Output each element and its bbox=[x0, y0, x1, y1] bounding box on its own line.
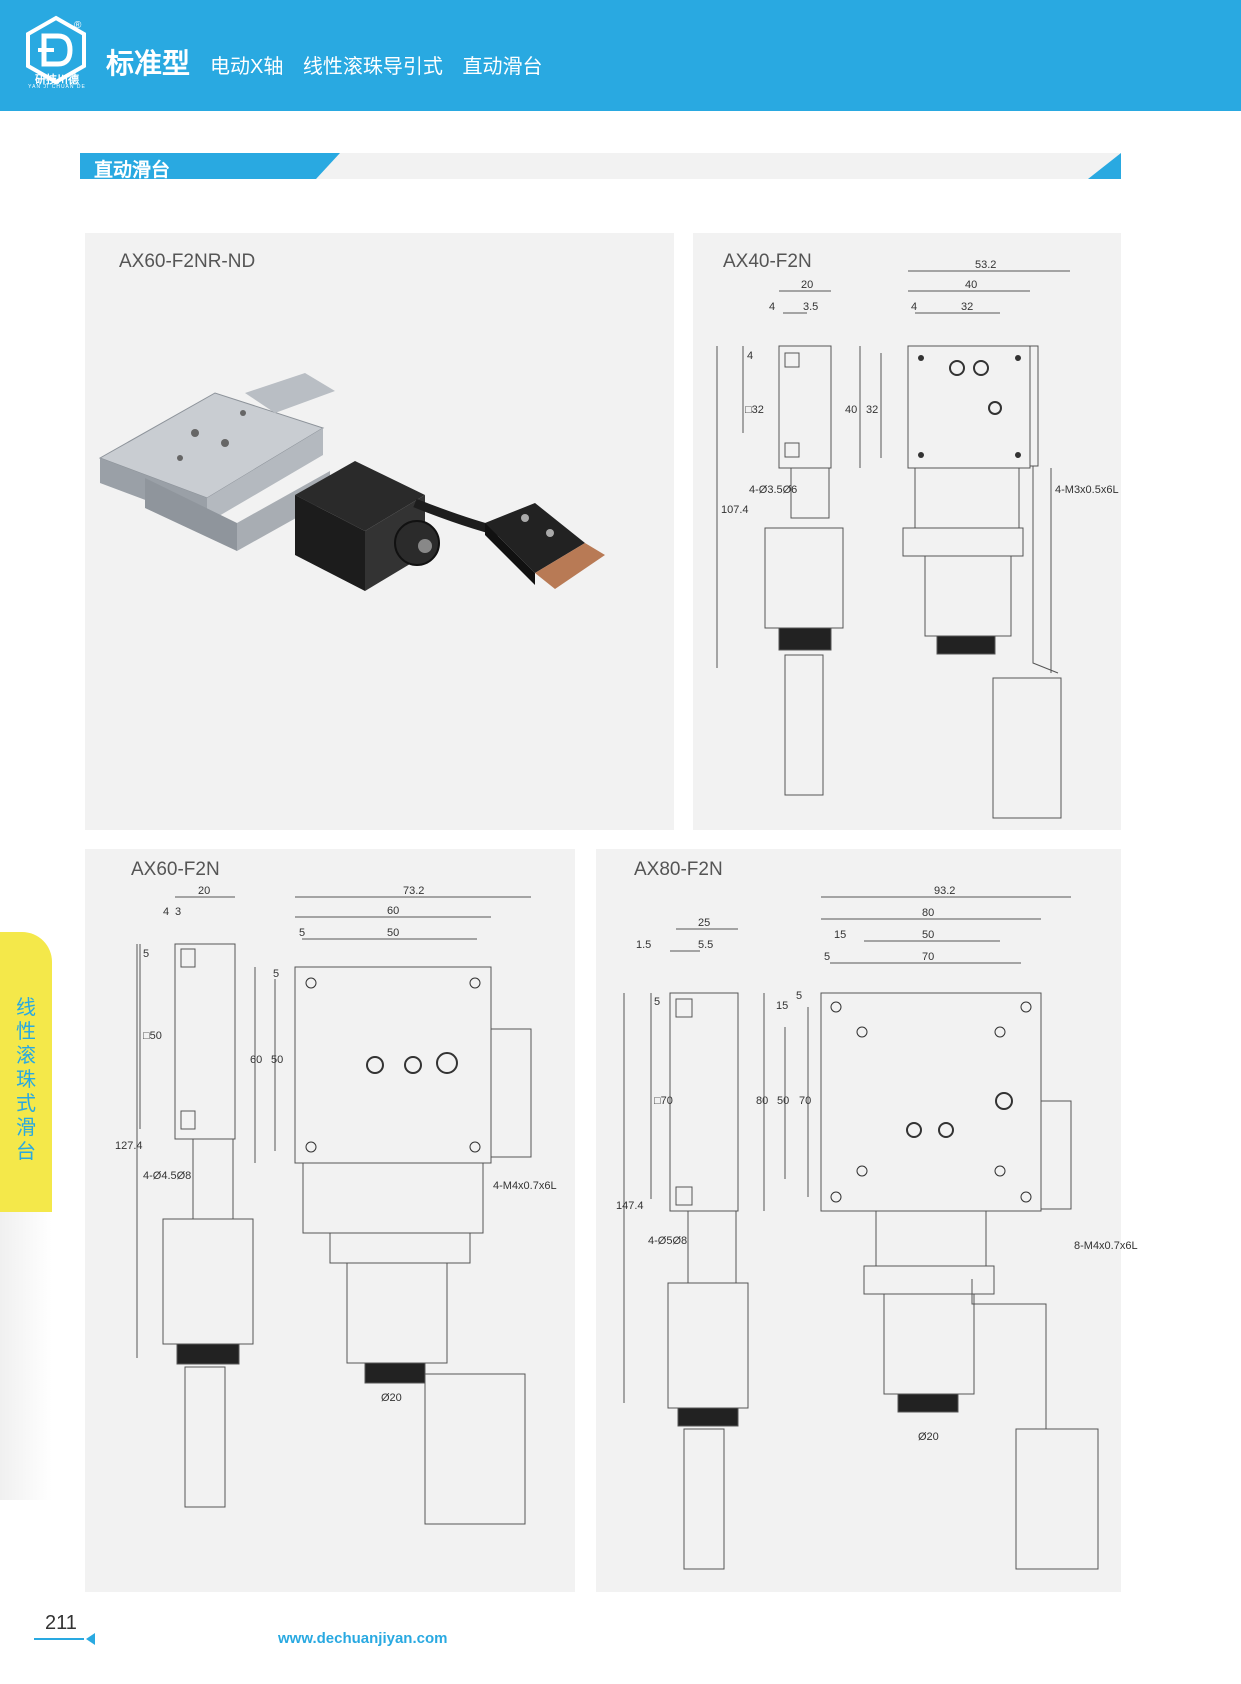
dim-ax60-thread: 4-M4x0.7x6L bbox=[493, 1180, 557, 1192]
dim-ax60-knob: Ø20 bbox=[381, 1392, 402, 1404]
header-title: 标准型 bbox=[106, 48, 191, 79]
dim-ax40-hole: 4-Ø3.5Ø6 bbox=[749, 484, 797, 496]
dim-ax80-thread: 8-M4x0.7x6L bbox=[1074, 1240, 1138, 1252]
section-tab bbox=[80, 153, 340, 179]
brand-subname: YAN JI CHUAN DE bbox=[28, 84, 86, 90]
dim-ax80-5-5: 5.5 bbox=[698, 939, 713, 951]
section-label: 直动滑台 bbox=[94, 160, 171, 181]
brand-name: 研技川德 bbox=[35, 74, 79, 86]
dim-ax40-20: 20 bbox=[801, 279, 813, 291]
subtitle-stage: 直动滑台 bbox=[462, 56, 543, 78]
dim-ax80-v50: 50 bbox=[777, 1095, 789, 1107]
dim-ax80-15: 15 bbox=[834, 929, 846, 941]
footer-url[interactable]: www.dechuanjiyan.com bbox=[278, 1630, 448, 1647]
dim-ax80-5: 5 bbox=[824, 951, 830, 963]
dim-ax80-93-2: 93.2 bbox=[934, 885, 955, 897]
panel-title: AX80-F2N bbox=[634, 859, 723, 880]
dim-ax40-53-2: 53.2 bbox=[975, 259, 996, 271]
dim-ax40-4b: 4 bbox=[769, 301, 775, 313]
dim-ax80-v5b: 5 bbox=[796, 990, 802, 1002]
panel-ax80-f2n: AX80-F2N bbox=[596, 849, 1138, 1592]
brand-logo-icon bbox=[26, 15, 86, 85]
panel-title: AX40-F2N bbox=[723, 251, 812, 272]
dim-ax80-v5: 5 bbox=[654, 996, 660, 1008]
drawing-ax80: 93.2 80 50 70 15 5 25 1.5 5.5 5 □70 80 5… bbox=[616, 885, 1138, 1570]
page-header: ® 研技川德 YAN JI CHUAN DE 标准型 电动X轴 线性滚珠导引式 … bbox=[0, 0, 1241, 111]
dim-ax80-v70: 70 bbox=[799, 1095, 811, 1107]
dim-ax60-127-4: 127.4 bbox=[115, 1140, 143, 1152]
dim-ax60-20: 20 bbox=[198, 885, 210, 897]
dim-ax40-3-5: 3.5 bbox=[803, 301, 818, 313]
dim-ax60-hole: 4-Ø4.5Ø8 bbox=[143, 1170, 191, 1182]
dim-ax40-thread: 4-M3x0.5x6L bbox=[1055, 484, 1119, 496]
dim-ax80-1-5: 1.5 bbox=[636, 939, 651, 951]
panel-title: AX60-F2N bbox=[131, 859, 220, 880]
panel-ax60-f2nr-nd: AX60-F2NR-ND bbox=[85, 233, 674, 830]
subtitle-axis: 电动X轴 bbox=[210, 56, 284, 78]
side-tab-text: 线性滚珠式滑台 bbox=[16, 997, 36, 1163]
dim-ax60-4: 4 bbox=[163, 906, 169, 918]
dim-ax80-sq70: □70 bbox=[654, 1095, 673, 1107]
dim-ax80-80: 80 bbox=[922, 907, 934, 919]
dim-ax80-70: 70 bbox=[922, 951, 934, 963]
dim-ax80-147-4: 147.4 bbox=[616, 1200, 644, 1212]
dim-ax40-v32: 32 bbox=[866, 404, 878, 416]
page-number: 211 bbox=[45, 1612, 77, 1634]
dim-ax40-v4: 4 bbox=[747, 350, 753, 362]
dim-ax60-3: 3 bbox=[175, 906, 181, 918]
dim-ax60-73-2: 73.2 bbox=[403, 885, 424, 897]
dim-ax80-50: 50 bbox=[922, 929, 934, 941]
dim-ax60-5a: 5 bbox=[299, 927, 305, 939]
drawing-ax40: 53.2 40 32 4 20 4 3.5 4 □32 40 32 107.4 … bbox=[716, 259, 1119, 819]
side-shade bbox=[0, 1200, 52, 1500]
side-tab bbox=[0, 932, 52, 1212]
dim-ax40-v40: 40 bbox=[845, 404, 857, 416]
dim-ax80-knob: Ø20 bbox=[918, 1431, 939, 1443]
dim-ax80-v15: 15 bbox=[776, 1000, 788, 1012]
dim-ax40-32: 32 bbox=[961, 301, 973, 313]
drawing-ax60: 73.2 60 50 5 20 4 3 5 □50 60 50 5 127.4 … bbox=[115, 885, 557, 1525]
dim-ax60-50: 50 bbox=[387, 927, 399, 939]
panel-ax40-f2n: AX40-F2N bbox=[693, 233, 1121, 830]
subtitle-guide: 线性滚珠导引式 bbox=[302, 56, 443, 78]
page-underline bbox=[34, 1638, 84, 1640]
page-arrow-icon bbox=[86, 1633, 95, 1645]
dim-ax40-40: 40 bbox=[965, 279, 977, 291]
dim-ax40-sq32: □32 bbox=[745, 404, 764, 416]
panel-ax60-f2n: AX60-F2N 73.2 6 bbox=[85, 849, 575, 1592]
dim-ax80-v80: 80 bbox=[756, 1095, 768, 1107]
dim-ax60-v5: 5 bbox=[143, 948, 149, 960]
product-photo-illustration bbox=[98, 373, 605, 591]
dim-ax60-v60: 60 bbox=[250, 1054, 262, 1066]
dim-ax80-25: 25 bbox=[698, 917, 710, 929]
registered-mark: ® bbox=[74, 20, 82, 31]
dim-ax40-107-4: 107.4 bbox=[721, 504, 749, 516]
panel-title: AX60-F2NR-ND bbox=[119, 251, 256, 272]
dim-ax60-sq50: □50 bbox=[143, 1030, 162, 1042]
header-subtitles: 电动X轴 线性滚珠导引式 直动滑台 bbox=[210, 50, 556, 79]
dim-ax60-v50: 50 bbox=[271, 1054, 283, 1066]
dim-ax60-60: 60 bbox=[387, 905, 399, 917]
dim-ax80-hole: 4-Ø5Ø8 bbox=[648, 1235, 687, 1247]
dim-ax40-4a: 4 bbox=[911, 301, 917, 313]
dim-ax60-v5b: 5 bbox=[273, 968, 279, 980]
